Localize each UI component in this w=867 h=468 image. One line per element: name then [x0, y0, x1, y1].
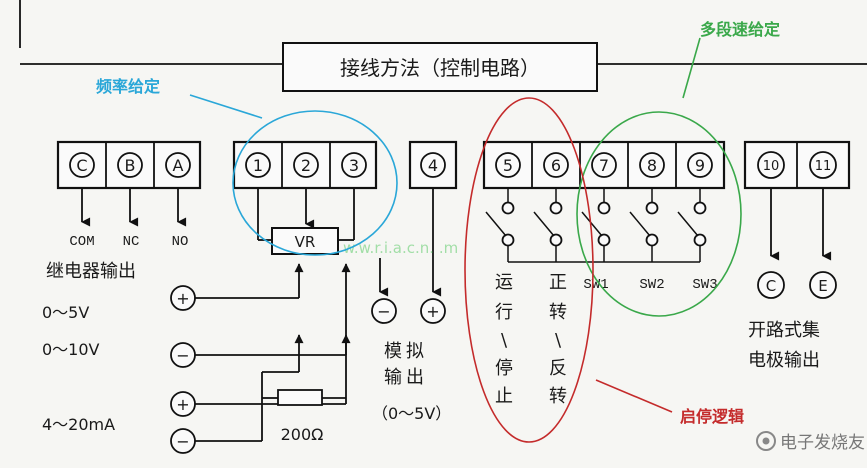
minus-terminal-4-20ma: − — [170, 428, 196, 454]
svg-text:−: − — [377, 302, 390, 321]
svg-text:行: 行 — [495, 302, 513, 323]
label-range-5v: 0～5V — [42, 303, 89, 322]
page-title: 接线方法（控制电路） — [340, 56, 540, 80]
label-analog-range: （0～5V） — [372, 404, 451, 423]
multispeed-pointer-line — [682, 37, 701, 99]
plus-terminal-0-5v: + — [170, 285, 196, 311]
terminal-8: 8 — [639, 152, 665, 178]
svg-text:转: 转 — [549, 302, 567, 323]
label-relay-output: 继电器输出 — [46, 261, 136, 282]
logo-icon — [756, 431, 776, 451]
svg-text:正: 正 — [549, 272, 567, 293]
svg-text:−: − — [176, 432, 189, 451]
label-no: NO — [172, 234, 189, 250]
terminal-5: 5 — [495, 152, 521, 178]
label-vr: VR — [295, 233, 316, 251]
terminal-7: 7 — [591, 152, 617, 178]
label-oc-output-line2: 电极输出 — [748, 350, 820, 371]
terminal-10: 10 — [757, 151, 785, 179]
svg-text:−: − — [176, 346, 189, 365]
svg-text:8: 8 — [647, 156, 657, 175]
svg-text:输: 输 — [384, 367, 402, 388]
label-sw2: SW2 — [639, 277, 664, 293]
svg-text:6: 6 — [551, 156, 561, 175]
svg-text:+: + — [426, 302, 439, 321]
label-sw1: SW1 — [583, 277, 608, 293]
terminal-c: C — [69, 152, 95, 178]
svg-text:拟: 拟 — [406, 341, 424, 362]
brand-logo: 电子发烧友 — [756, 431, 865, 453]
startstop-highlight-circle — [464, 97, 594, 443]
analog-plus: + — [420, 298, 446, 324]
terminal-3: 3 — [341, 152, 367, 178]
svg-text:+: + — [176, 395, 189, 414]
svg-text:停: 停 — [495, 358, 513, 379]
terminal-11: 11 — [809, 151, 837, 179]
svg-text:\: \ — [555, 330, 562, 351]
frequency-highlight-circle — [232, 110, 398, 256]
svg-text:3: 3 — [349, 156, 359, 175]
label-forward-reverse: 正 转 \ 反 转 — [549, 272, 567, 407]
annotation-multispeed: 多段速给定 — [700, 20, 780, 39]
svg-text:反: 反 — [549, 358, 567, 379]
label-range-10v: 0～10V — [42, 340, 100, 359]
svg-text:2: 2 — [301, 156, 311, 175]
label-sw3: SW3 — [692, 277, 717, 293]
svg-text:模: 模 — [384, 341, 402, 362]
title-box — [282, 42, 598, 92]
switch-contacts — [485, 188, 707, 263]
label-resistor: 200Ω — [281, 425, 324, 444]
svg-text:C: C — [76, 156, 87, 175]
svg-text:9: 9 — [695, 156, 705, 175]
svg-text:10: 10 — [763, 159, 780, 174]
label-com: COM — [69, 234, 94, 250]
minus-terminal-0-10v: − — [170, 342, 196, 368]
label-oc-output-line1: 开路式集 — [748, 320, 820, 341]
terminal-1: 1 — [245, 152, 271, 178]
multispeed-highlight-circle — [576, 111, 742, 317]
label-range-ma: 4～20mA — [42, 415, 115, 434]
svg-text:1: 1 — [253, 156, 263, 175]
svg-text:\: \ — [501, 330, 508, 351]
watermark: w.w.r.i.a.c.n. .m — [343, 239, 458, 257]
label-nc: NC — [123, 234, 140, 250]
startstop-pointer-line — [595, 379, 673, 413]
svg-text:11: 11 — [815, 159, 832, 174]
svg-text:止: 止 — [495, 386, 513, 407]
resistor-200-ohm — [277, 389, 323, 406]
annotation-frequency: 频率给定 — [96, 77, 160, 96]
label-analog-output: 模 拟 输 出 — [384, 341, 424, 388]
svg-text:+: + — [176, 289, 189, 308]
oc-output-e: E — [809, 271, 837, 299]
analog-minus: − — [371, 298, 397, 324]
svg-text:C: C — [766, 277, 776, 295]
oc-output-c: C — [757, 271, 785, 299]
svg-text:A: A — [173, 156, 184, 175]
plus-terminal-4-20ma: + — [170, 391, 196, 417]
svg-text:运: 运 — [495, 272, 513, 293]
svg-text:转: 转 — [549, 386, 567, 407]
svg-text:4: 4 — [428, 156, 438, 175]
terminal-9: 9 — [687, 152, 713, 178]
logo-text: 电子发烧友 — [780, 433, 865, 453]
terminal-2: 2 — [293, 152, 319, 178]
frequency-pointer-line — [189, 94, 263, 119]
svg-text:出: 出 — [406, 367, 424, 388]
label-run-stop: 运 行 \ 停 止 — [495, 272, 513, 407]
svg-text:E: E — [818, 277, 827, 295]
terminal-4: 4 — [420, 152, 446, 178]
annotation-startstop: 启停逻辑 — [680, 407, 744, 426]
terminal-6: 6 — [543, 152, 569, 178]
potentiometer-vr: VR — [257, 188, 355, 255]
svg-text:7: 7 — [599, 156, 609, 175]
terminal-a: A — [165, 152, 191, 178]
svg-text:B: B — [125, 156, 136, 175]
svg-text:5: 5 — [503, 156, 513, 175]
terminal-b: B — [117, 152, 143, 178]
